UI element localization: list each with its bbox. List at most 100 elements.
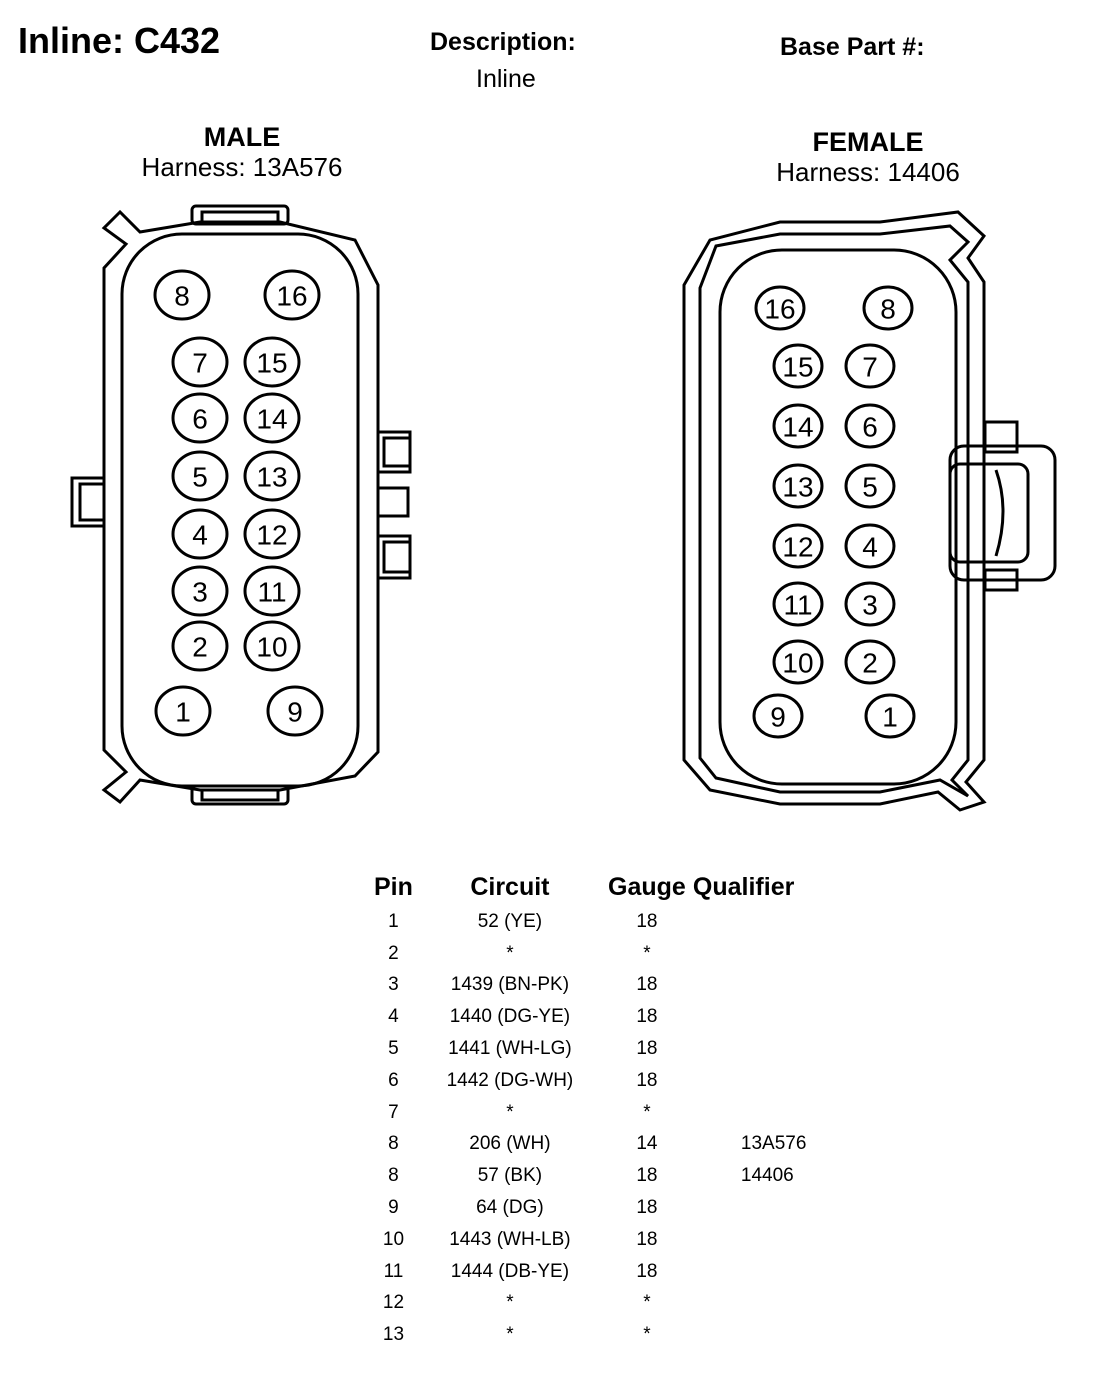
male-pin-circle xyxy=(171,336,229,388)
female-pin-circle xyxy=(844,343,896,389)
male-pin-circle xyxy=(243,620,301,672)
pin-cell: 9 xyxy=(388,1197,399,1219)
female-pin-circle xyxy=(772,581,824,627)
gauge-cell: 18 xyxy=(636,1165,658,1187)
male-pin-13: 13 xyxy=(243,450,301,502)
male-pin-circle xyxy=(171,392,229,444)
female-pin-9: 9 xyxy=(752,693,804,739)
male-pin-circle xyxy=(243,565,301,617)
male-pin-8: 8 xyxy=(153,269,211,321)
female-pin-2: 2 xyxy=(844,639,896,685)
female-pin-4: 4 xyxy=(844,523,896,569)
male-pin-label: 4 xyxy=(192,520,208,551)
male-pin-circle xyxy=(171,508,229,560)
gauge-column-header: Gauge xyxy=(608,873,686,901)
female-pin-13: 13 xyxy=(772,463,824,509)
qualifier-cell xyxy=(693,1097,813,1129)
female-pin-circle xyxy=(844,581,896,627)
male-pin-4: 4 xyxy=(171,508,229,560)
male-pin-label: 15 xyxy=(256,348,287,379)
circuit-cell: 1440 (DG-YE) xyxy=(449,1006,571,1028)
male-pin-circle xyxy=(266,685,324,737)
male-harness-label: Harness: 13A576 xyxy=(141,152,343,182)
female-pin-circle xyxy=(772,343,824,389)
female-pin-circle xyxy=(844,639,896,685)
pin-cell: 5 xyxy=(388,1038,399,1060)
female-pin-label: 15 xyxy=(782,352,813,383)
female-pin-circle xyxy=(754,285,806,331)
male-pin-label: 16 xyxy=(276,281,307,312)
male-pin-label: 2 xyxy=(192,632,208,663)
female-pin-label: 14 xyxy=(782,412,813,443)
male-pin-label: 8 xyxy=(174,281,190,312)
female-pin-16: 16 xyxy=(754,285,806,331)
table-row: 12** xyxy=(368,1288,812,1320)
male-pin-11: 11 xyxy=(243,565,301,617)
table-header-row: Pin Circuit Gauge Qualifier xyxy=(368,872,812,906)
female-pin-label: 5 xyxy=(862,472,878,503)
female-gender-label: FEMALE xyxy=(812,127,924,157)
male-pin-5: 5 xyxy=(171,450,229,502)
gauge-cell: * xyxy=(643,1101,651,1123)
pin-cell: 3 xyxy=(388,974,399,996)
description-label: Description: xyxy=(430,28,576,56)
female-pin-11: 11 xyxy=(772,581,824,627)
gauge-cell: 14 xyxy=(636,1133,658,1155)
female-pin-label: 2 xyxy=(862,648,878,679)
male-pin-circle xyxy=(243,450,301,502)
female-pin-circle xyxy=(844,463,896,509)
male-pin-label: 12 xyxy=(256,520,287,551)
female-pin-1: 1 xyxy=(864,693,916,739)
gauge-cell: 18 xyxy=(636,910,658,932)
female-pin-label: 9 xyxy=(770,702,786,733)
female-pin-14: 14 xyxy=(772,403,824,449)
female-harness-label: Harness: 14406 xyxy=(776,157,960,187)
female-pin-circle xyxy=(752,693,804,739)
pin-cell: 8 xyxy=(388,1165,399,1187)
table-row: 13** xyxy=(368,1319,812,1351)
female-pin-label: 6 xyxy=(862,412,878,443)
male-connector-header: MALE Harness: 13A576 xyxy=(62,122,422,182)
qualifier-cell xyxy=(693,1319,813,1351)
male-pin-9: 9 xyxy=(266,685,324,737)
female-pin-8: 8 xyxy=(862,285,914,331)
male-pin-circle xyxy=(243,336,301,388)
qualifier-cell: 14406 xyxy=(740,1165,794,1187)
female-pin-label: 4 xyxy=(862,532,878,563)
male-pin-circle xyxy=(171,565,229,617)
qualifier-cell xyxy=(693,1033,813,1065)
male-pin-label: 13 xyxy=(256,462,287,493)
male-pin-14: 14 xyxy=(243,392,301,444)
table-row: 7** xyxy=(368,1097,812,1129)
male-pin-label: 10 xyxy=(256,632,287,663)
pin-cell: 1 xyxy=(388,910,399,932)
base-part-label: Base Part #: xyxy=(780,33,925,61)
page-title: Inline: C432 xyxy=(18,20,221,61)
female-pin-circle xyxy=(772,463,824,509)
circuit-cell: 64 (DG) xyxy=(476,1197,544,1219)
female-connector-header: FEMALE Harness: 14406 xyxy=(688,127,1048,187)
male-pin-3: 3 xyxy=(171,565,229,617)
gauge-cell: * xyxy=(643,942,651,964)
qualifier-cell xyxy=(693,1288,813,1320)
pin-cell: 6 xyxy=(388,1069,399,1091)
qualifier-cell xyxy=(693,906,813,938)
circuit-cell: 52 (YE) xyxy=(477,910,543,932)
circuit-cell: * xyxy=(506,1324,514,1346)
circuit-cell: * xyxy=(506,1292,514,1314)
gauge-cell: 18 xyxy=(636,1260,658,1282)
male-pin-circle xyxy=(154,685,212,737)
circuit-column-header: Circuit xyxy=(470,873,550,901)
gauge-cell: 18 xyxy=(636,1038,658,1060)
table-row: 1 52 (YE) 18 xyxy=(368,906,812,938)
circuit-cell: 57 (BK) xyxy=(477,1165,543,1187)
qualifier-cell xyxy=(693,938,813,970)
gauge-cell: * xyxy=(643,1292,651,1314)
